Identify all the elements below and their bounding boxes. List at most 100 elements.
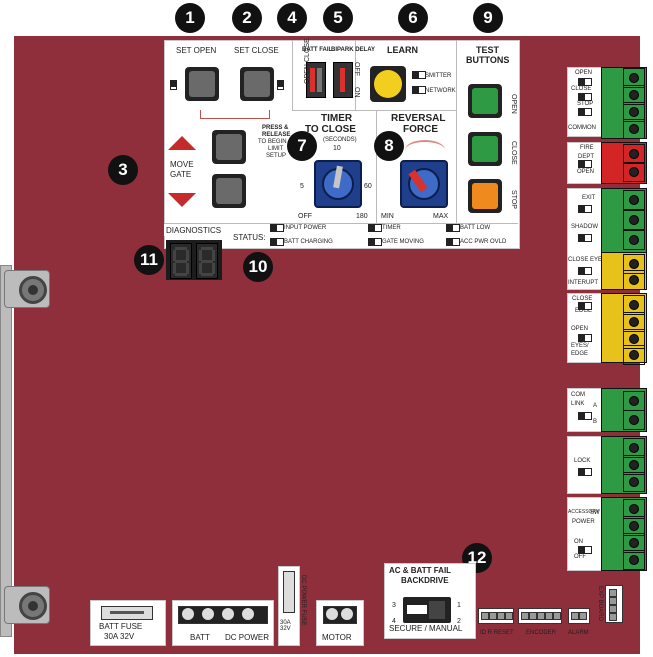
terminal-screw[interactable] bbox=[623, 438, 645, 458]
terminal-screw[interactable] bbox=[623, 472, 645, 492]
acc-pwr-ovld-led bbox=[446, 238, 460, 246]
terminal-screw[interactable] bbox=[623, 295, 645, 315]
reversal-force-dial[interactable] bbox=[400, 160, 448, 208]
reversal-min: MIN bbox=[381, 213, 394, 220]
move-gate-open-button[interactable] bbox=[212, 130, 246, 164]
backdrive-num-1: 1 bbox=[457, 602, 461, 609]
input-power-led bbox=[270, 224, 284, 232]
connector-pin bbox=[242, 608, 254, 620]
diagnostics-label: DIAGNOSTICS bbox=[166, 226, 222, 235]
terminal-screw[interactable] bbox=[623, 102, 645, 122]
terminal-screw[interactable] bbox=[623, 210, 645, 230]
callout-7: 7 bbox=[287, 131, 317, 161]
dc-power-label: DC POWER bbox=[225, 633, 269, 642]
learn-button[interactable] bbox=[370, 66, 406, 102]
test-stop-button[interactable] bbox=[468, 179, 502, 213]
callout-6: 6 bbox=[398, 3, 428, 33]
term-power: POWER bbox=[572, 519, 595, 525]
move-gate-close-button[interactable] bbox=[212, 174, 246, 208]
dc-power-fuse bbox=[283, 571, 295, 613]
divider bbox=[355, 40, 356, 110]
terminal-block-green-5 bbox=[601, 497, 647, 571]
terminal-screw[interactable] bbox=[623, 345, 645, 365]
terminal-screw[interactable] bbox=[623, 254, 645, 274]
terminal-screw[interactable] bbox=[623, 516, 645, 536]
callout-5: 5 bbox=[323, 3, 353, 33]
terminal-screw[interactable] bbox=[623, 329, 645, 349]
set-open-button[interactable] bbox=[185, 67, 219, 101]
connector-pin bbox=[609, 613, 617, 621]
terminal-screw[interactable] bbox=[623, 230, 645, 250]
move-gate-down-arrow[interactable] bbox=[168, 193, 196, 207]
callout-3: 3 bbox=[108, 155, 138, 185]
backdrive-switch[interactable] bbox=[403, 597, 451, 623]
smitter-led bbox=[412, 71, 426, 79]
move-gate-up-arrow[interactable] bbox=[168, 136, 196, 150]
connector-pin bbox=[609, 605, 617, 613]
terminal-screw[interactable] bbox=[623, 162, 645, 182]
terminal-screw[interactable] bbox=[623, 144, 645, 164]
terminal-screw[interactable] bbox=[623, 533, 645, 553]
reversal-arc bbox=[405, 140, 445, 160]
terminal-screw[interactable] bbox=[623, 119, 645, 139]
status-label: STATUS: bbox=[233, 233, 266, 242]
callout-8: 8 bbox=[374, 131, 404, 161]
callout-9: 9 bbox=[473, 3, 503, 33]
sw-off-label: OFF bbox=[353, 62, 360, 76]
connector-pin bbox=[609, 597, 617, 605]
batt-fuse bbox=[101, 606, 153, 620]
terminal-screw[interactable] bbox=[623, 550, 645, 570]
timer-to-close-dial[interactable] bbox=[314, 160, 362, 208]
reversal-title-2: FORCE bbox=[403, 124, 438, 135]
set-close-button[interactable] bbox=[240, 67, 274, 101]
move-gate-label-2: GATE bbox=[170, 170, 192, 179]
test-open-button[interactable] bbox=[468, 84, 502, 118]
timer-tick-off: OFF bbox=[298, 213, 312, 220]
set-open-led bbox=[170, 80, 177, 90]
timer-seconds-label: (SECONDS) bbox=[323, 137, 357, 143]
callout-4: 4 bbox=[277, 3, 307, 33]
terminal-screw[interactable] bbox=[623, 455, 645, 475]
backdrive-title-1: AC & BATT FAIL bbox=[389, 566, 452, 575]
terminal-block-yellow-2 bbox=[601, 293, 647, 363]
timer-title-1: TIMER bbox=[321, 113, 353, 124]
smitter-label: SMITTER bbox=[425, 73, 452, 79]
divider bbox=[292, 110, 456, 111]
bipark-delay-switch[interactable] bbox=[333, 62, 353, 98]
press-release-line-4: LIMIT bbox=[268, 146, 284, 152]
status-input-power: INPUT POWER bbox=[284, 225, 327, 231]
connector-pin bbox=[202, 608, 214, 620]
terminal-screw[interactable] bbox=[623, 190, 645, 210]
exp-board-label: EXP BOARD bbox=[597, 586, 603, 621]
id-reset-label: ID R RESET bbox=[480, 630, 514, 636]
terminal-screw[interactable] bbox=[623, 410, 645, 430]
terminal-screw[interactable] bbox=[623, 391, 645, 411]
terminal-screw[interactable] bbox=[623, 85, 645, 105]
term-led bbox=[578, 234, 592, 242]
backdrive-title-2: BACKDRIVE bbox=[401, 576, 449, 585]
status-batt-low: BATT LOW bbox=[460, 225, 491, 231]
test-close-button[interactable] bbox=[468, 132, 502, 166]
mount-hole-top bbox=[19, 276, 47, 304]
terminal-screw[interactable] bbox=[623, 499, 645, 519]
term-led bbox=[578, 546, 592, 554]
connector-pin bbox=[545, 612, 553, 620]
batt-fail-switch[interactable] bbox=[306, 62, 326, 98]
term-off: OFF bbox=[574, 554, 586, 560]
batt-low-led bbox=[446, 224, 460, 232]
callout-2: 2 bbox=[232, 3, 262, 33]
terminal-screw[interactable] bbox=[623, 270, 645, 290]
term-led bbox=[578, 78, 592, 86]
term-edge-2: EDGE bbox=[571, 351, 589, 357]
set-close-led bbox=[277, 80, 284, 90]
term-accessory: ACCESSORY bbox=[568, 509, 600, 515]
term-com: COM bbox=[571, 392, 585, 398]
test-buttons-label-1: TEST bbox=[476, 45, 500, 55]
terminal-label-lock bbox=[567, 436, 603, 494]
connector-pin bbox=[529, 612, 537, 620]
term-led bbox=[578, 412, 592, 420]
connector-pin bbox=[182, 608, 194, 620]
terminal-screw[interactable] bbox=[623, 68, 645, 88]
terminal-screw[interactable] bbox=[623, 312, 645, 332]
backdrive-num-3: 3 bbox=[392, 602, 396, 609]
